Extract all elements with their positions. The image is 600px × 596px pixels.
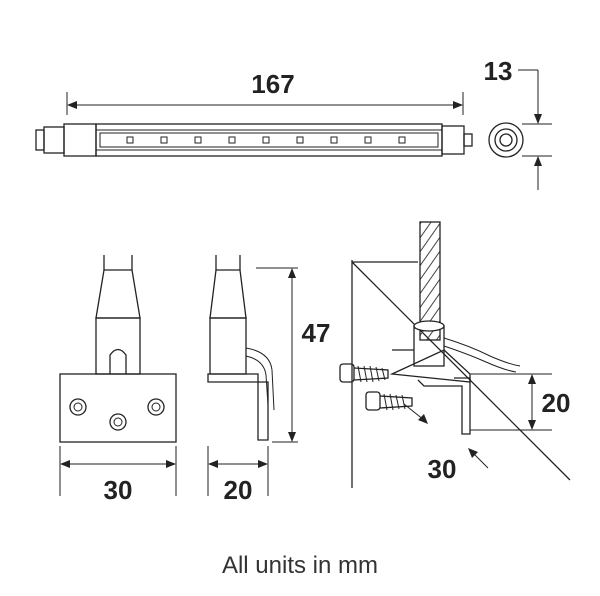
led-dots	[126, 136, 406, 144]
bracket-side-view: 47 20	[207, 255, 331, 505]
units-caption: All units in mm	[221, 552, 379, 579]
braided-cable	[419, 221, 441, 341]
screw-upper	[339, 363, 389, 383]
right-end-cap	[441, 125, 465, 155]
led-bar-side-view: 167	[35, 69, 473, 157]
length-label: 167	[251, 69, 294, 99]
front-width-label: 30	[104, 475, 133, 505]
installation-view: 20 30	[339, 221, 571, 488]
screw-holes	[69, 398, 165, 431]
screw-lower	[365, 391, 413, 411]
length-dimension: 167	[66, 69, 464, 115]
height-label: 47	[302, 318, 331, 348]
diameter-label: 13	[484, 56, 513, 86]
mounting-plate	[59, 373, 177, 443]
mount-height-label: 20	[542, 388, 571, 418]
left-end-cap	[63, 123, 97, 157]
side-width-label: 20	[224, 475, 253, 505]
bracket-front-view: 30	[59, 255, 177, 505]
led-bar-end-view: 13	[484, 56, 552, 190]
mount-depth-label: 30	[428, 454, 457, 484]
